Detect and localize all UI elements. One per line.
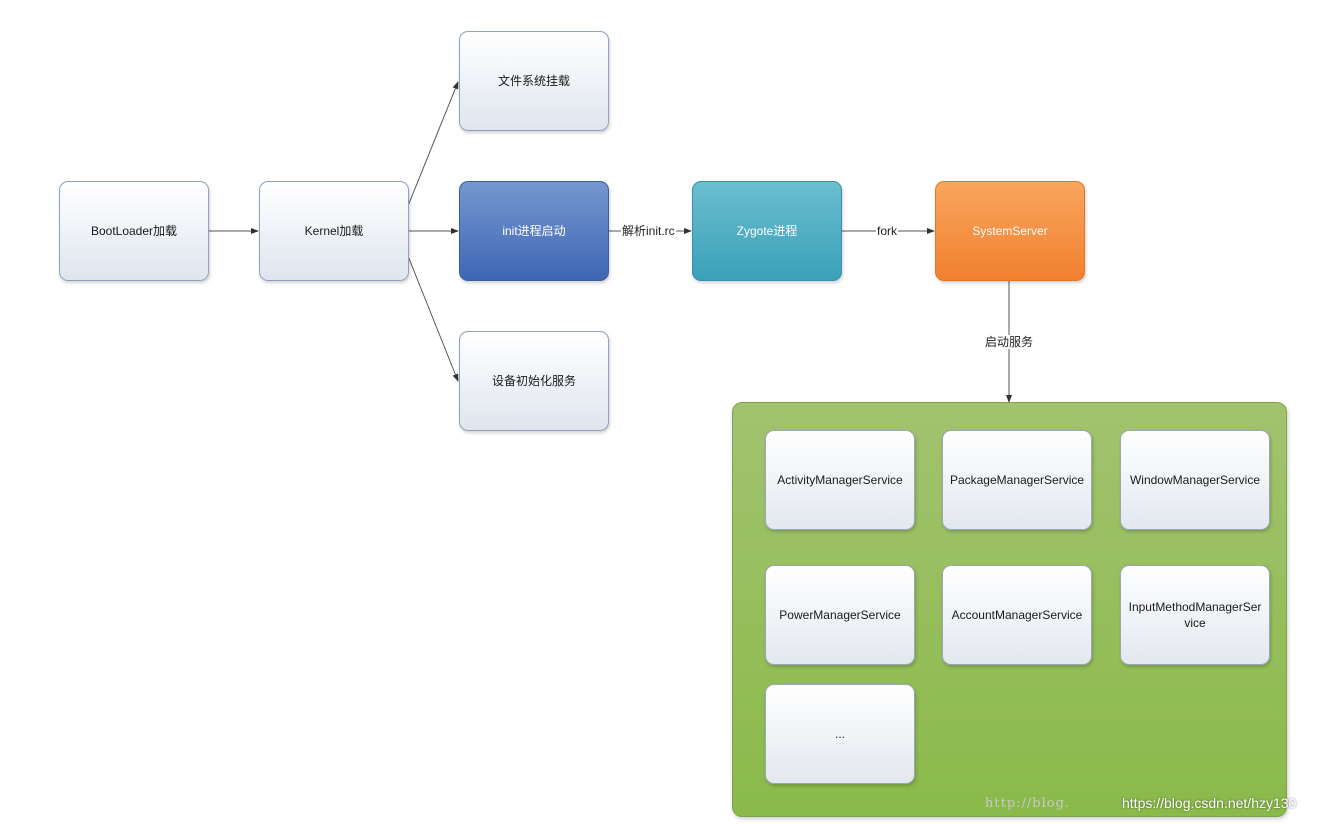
service-window-manager: WindowManagerService — [1120, 430, 1270, 530]
edge-label-fork: fork — [876, 224, 899, 238]
systemserver-node: SystemServer — [935, 181, 1085, 281]
service-ellipsis: ... — [765, 684, 915, 784]
bootloader-node: BootLoader加载 — [59, 181, 209, 281]
init-node: init进程启动 — [459, 181, 609, 281]
watermark-url: https://blog.csdn.net/hzy130 — [1122, 795, 1297, 811]
service-input-method-manager: InputMethodManagerService — [1120, 565, 1270, 665]
edge-kernel-fs-mount — [407, 81, 459, 207]
kernel-node: Kernel加载 — [259, 181, 409, 281]
edge-label-start-services: 启动服务 — [984, 335, 1035, 349]
zygote-node: Zygote进程 — [692, 181, 842, 281]
service-power-manager: PowerManagerService — [765, 565, 915, 665]
device-init-node: 设备初始化服务 — [459, 331, 609, 431]
edge-kernel-device-init — [407, 255, 459, 382]
watermark-faint: http://blog. — [985, 796, 1071, 811]
edge-label-parse-init-rc: 解析init.rc — [621, 224, 676, 238]
service-package-manager: PackageManagerService — [942, 430, 1092, 530]
service-account-manager: AccountManagerService — [942, 565, 1092, 665]
service-activity-manager: ActivityManagerService — [765, 430, 915, 530]
fs-mount-node: 文件系统挂载 — [459, 31, 609, 131]
